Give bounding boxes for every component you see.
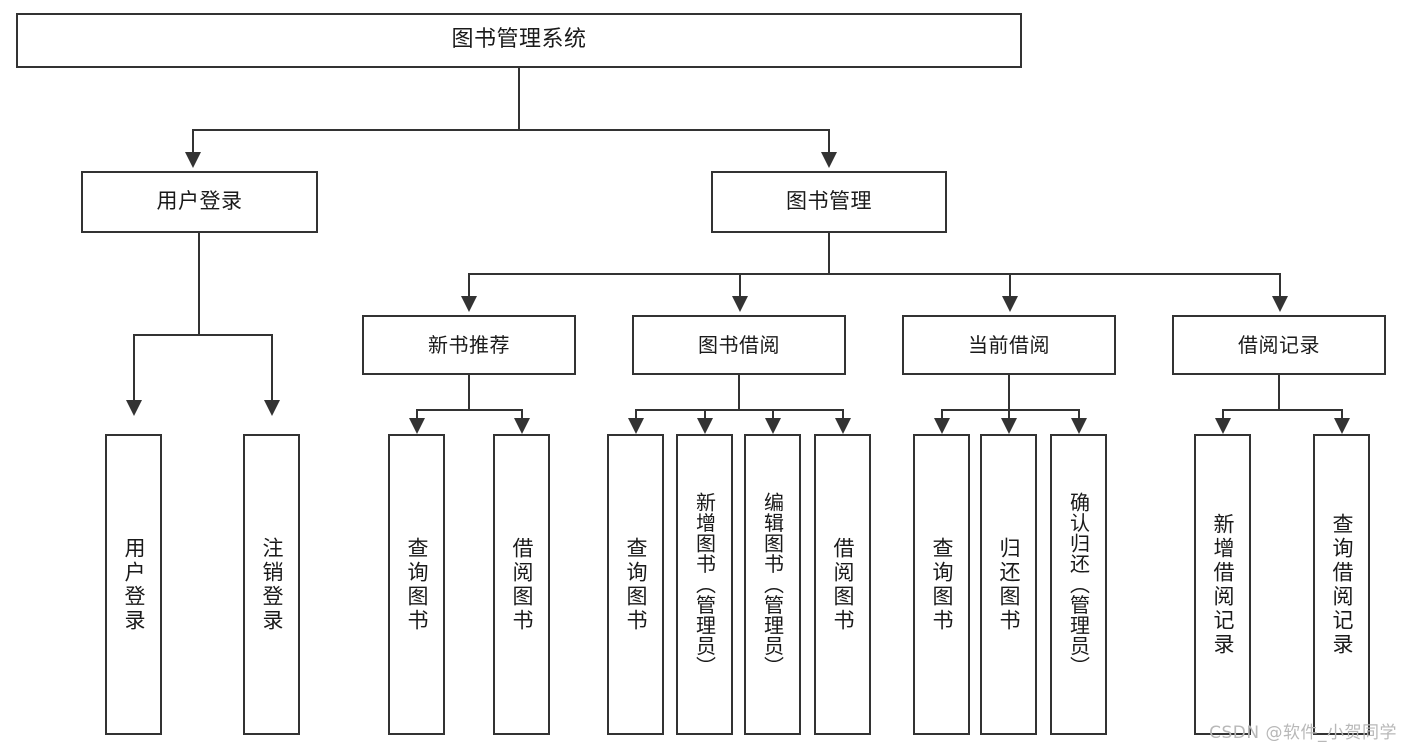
node-label: 新增图书（管理员） — [692, 492, 717, 677]
edge-user-login-drop-2 — [271, 334, 273, 402]
node-label: 图书管理系统 — [451, 27, 587, 53]
arrow-book-borrow-leaf-2 — [697, 418, 713, 434]
edge-current-borrow-bus — [941, 409, 1080, 411]
leaf-borrow-book[interactable]: 借阅图书 — [814, 434, 871, 735]
node-label: 归还图书 — [997, 536, 1021, 633]
edge-user-login-bus — [133, 334, 272, 336]
edge-borrow-record-drop-2 — [1341, 409, 1343, 421]
arrow-new-book-leaf-2 — [514, 418, 530, 434]
arrow-user-login-leaf-2 — [264, 400, 280, 416]
arrow-new-book-leaf-1 — [409, 418, 425, 434]
leaf-search-book-borrow[interactable]: 查询图书 — [607, 434, 664, 735]
leaf-add-book-admin[interactable]: 新增图书（管理员） — [676, 434, 733, 735]
node-label: 新书推荐 — [428, 332, 510, 357]
edge-borrow-record-drop-1 — [1222, 409, 1224, 421]
arrow-book-borrow-leaf-3 — [765, 418, 781, 434]
edge-book-mgmt-drop-4 — [1279, 273, 1281, 299]
node-label: 用户登录 — [156, 189, 243, 214]
arrow-root-to-book-mgmt — [821, 152, 837, 168]
node-borrow-record[interactable]: 借阅记录 — [1172, 315, 1386, 375]
edge-user-login-drop-1 — [133, 334, 135, 402]
edge-new-book-stem — [468, 375, 470, 410]
leaf-add-borrow-record[interactable]: 新增借阅记录 — [1194, 434, 1251, 735]
arrow-current-borrow-leaf-1 — [934, 418, 950, 434]
edge-root-to-user-login — [192, 129, 194, 155]
edge-book-mgmt-drop-1 — [468, 273, 470, 299]
node-label: 查询图书 — [930, 536, 954, 633]
edge-book-mgmt-drop-2 — [739, 273, 741, 299]
edge-current-borrow-drop-3 — [1078, 409, 1080, 421]
edge-book-mgmt-drop-3 — [1009, 273, 1011, 299]
leaf-edit-book-admin[interactable]: 编辑图书（管理员） — [744, 434, 801, 735]
edge-new-book-drop-1 — [416, 409, 418, 421]
node-new-book-recommend[interactable]: 新书推荐 — [362, 315, 576, 375]
leaf-search-book-new[interactable]: 查询图书 — [388, 434, 445, 735]
edge-book-mgmt-bus — [468, 273, 1280, 275]
node-label: 确认归还（管理员） — [1066, 492, 1091, 677]
leaf-logout[interactable]: 注销登录 — [243, 434, 300, 735]
node-label: 图书管理 — [786, 189, 872, 214]
arrow-current-borrow-leaf-3 — [1071, 418, 1087, 434]
leaf-return-book[interactable]: 归还图书 — [980, 434, 1037, 735]
node-label: 查询图书 — [624, 536, 648, 633]
leaf-confirm-return-admin[interactable]: 确认归还（管理员） — [1050, 434, 1107, 735]
leaf-search-borrow-record[interactable]: 查询借阅记录 — [1313, 434, 1370, 735]
arrow-book-borrow-leaf-4 — [835, 418, 851, 434]
node-label: 新增借阅记录 — [1211, 512, 1235, 657]
edge-current-borrow-drop-2 — [1008, 409, 1010, 421]
node-root-system[interactable]: 图书管理系统 — [16, 13, 1022, 68]
arrow-root-to-user-login — [185, 152, 201, 168]
node-book-management[interactable]: 图书管理 — [711, 171, 947, 233]
arrow-book-mgmt-to-book-borrow — [732, 296, 748, 312]
edge-root-to-book-mgmt — [828, 129, 830, 155]
leaf-search-book-current[interactable]: 查询图书 — [913, 434, 970, 735]
arrow-book-borrow-leaf-1 — [628, 418, 644, 434]
edge-book-borrow-drop-2 — [704, 409, 706, 421]
edge-borrow-record-bus — [1222, 409, 1342, 411]
edge-current-borrow-stem — [1008, 375, 1010, 410]
node-label: 借阅图书 — [510, 536, 534, 633]
node-label: 查询借阅记录 — [1330, 512, 1354, 657]
arrow-borrow-record-leaf-2 — [1334, 418, 1350, 434]
node-label: 注销登录 — [260, 536, 284, 633]
watermark-text: CSDN @软件_小贺同学 — [1209, 723, 1397, 743]
edge-book-borrow-bus — [635, 409, 844, 411]
node-label: 编辑图书（管理员） — [760, 492, 785, 677]
node-user-login[interactable]: 用户登录 — [81, 171, 318, 233]
node-label: 用户登录 — [122, 536, 146, 633]
leaf-borrow-book-new[interactable]: 借阅图书 — [493, 434, 550, 735]
edge-new-book-drop-2 — [521, 409, 523, 421]
edge-book-borrow-drop-1 — [635, 409, 637, 421]
arrow-user-login-leaf-1 — [126, 400, 142, 416]
edge-book-mgmt-stem — [828, 233, 830, 274]
arrow-book-mgmt-to-borrow-record — [1272, 296, 1288, 312]
node-label: 当前借阅 — [968, 332, 1050, 357]
node-label: 图书借阅 — [698, 332, 780, 357]
node-label: 借阅图书 — [831, 536, 855, 633]
edge-root-stem — [518, 68, 520, 130]
edge-book-borrow-stem — [738, 375, 740, 410]
edge-new-book-bus — [416, 409, 522, 411]
edge-borrow-record-stem — [1278, 375, 1280, 410]
leaf-user-login[interactable]: 用户登录 — [105, 434, 162, 735]
arrow-book-mgmt-to-new-book — [461, 296, 477, 312]
node-book-borrow[interactable]: 图书借阅 — [632, 315, 846, 375]
arrow-borrow-record-leaf-1 — [1215, 418, 1231, 434]
node-current-borrow[interactable]: 当前借阅 — [902, 315, 1116, 375]
edge-book-borrow-drop-3 — [772, 409, 774, 421]
edge-current-borrow-drop-1 — [941, 409, 943, 421]
edge-root-bus — [192, 129, 830, 131]
node-label: 查询图书 — [405, 536, 429, 633]
node-label: 借阅记录 — [1238, 332, 1320, 357]
arrow-current-borrow-leaf-2 — [1001, 418, 1017, 434]
edge-book-borrow-drop-4 — [842, 409, 844, 421]
arrow-book-mgmt-to-current-borrow — [1002, 296, 1018, 312]
edge-user-login-stem — [198, 233, 200, 335]
